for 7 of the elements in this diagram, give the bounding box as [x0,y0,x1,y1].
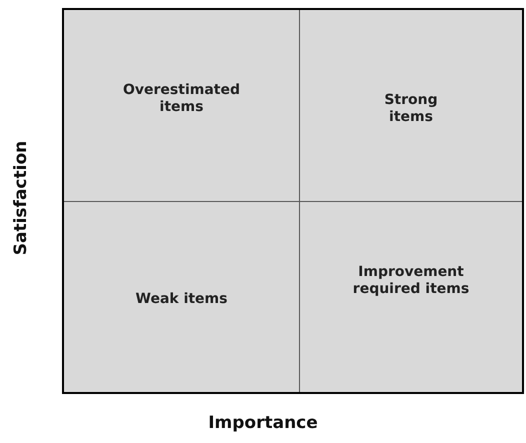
x-axis-label: Importance [207,413,319,433]
quadrant-label: Weak items [134,291,228,308]
quadrant-box [64,10,300,202]
y-axis-label: Satisfaction [11,140,32,256]
quadrant-label: Overestimated items [122,82,241,116]
quadrant-label: Improvement required items [352,264,470,298]
quadrant-label: Strong items [383,92,439,126]
